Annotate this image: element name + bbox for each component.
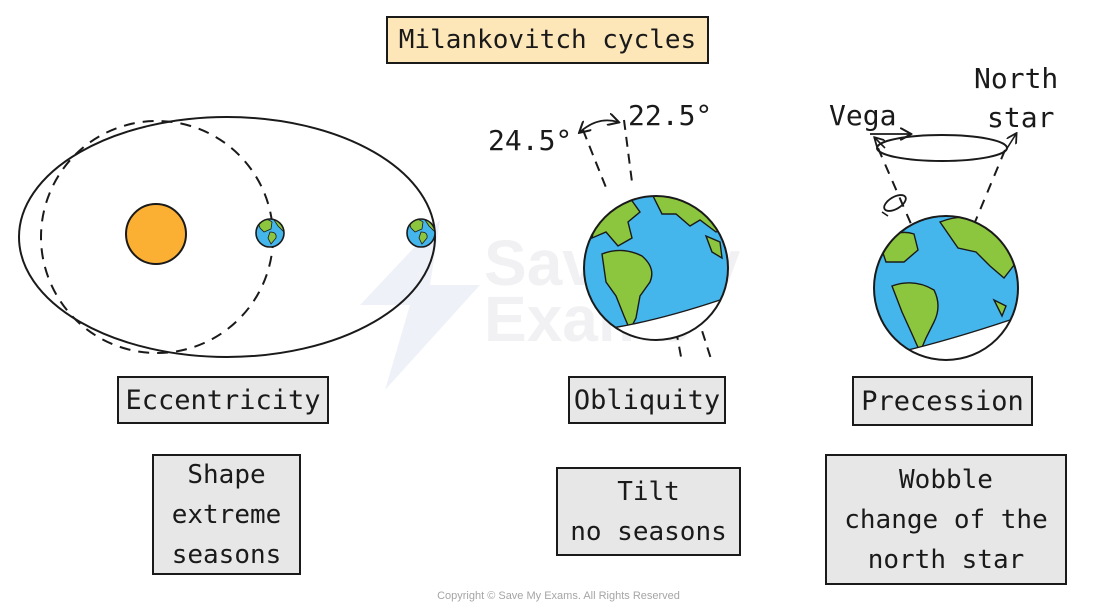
tilt-range-arrow xyxy=(580,120,618,132)
cone-line-right xyxy=(974,149,1006,223)
eccentricity-label: Eccentricity xyxy=(117,376,329,424)
description-line: no seasons xyxy=(570,516,727,547)
small-earth-icon xyxy=(255,218,285,248)
arrow-right-cone xyxy=(1005,134,1016,151)
rotation-icon xyxy=(881,194,907,217)
elliptical-orbit xyxy=(18,116,436,358)
earth-obliquity-icon xyxy=(583,195,729,341)
precession-diagram xyxy=(870,134,1019,361)
arrow-left-cone xyxy=(875,138,886,149)
description-line: extreme xyxy=(171,499,282,530)
precession-circle xyxy=(876,134,1008,162)
axis-line-max-tilt xyxy=(582,129,608,191)
north-star-label-line-2: star xyxy=(987,101,1055,134)
description-line: Wobble xyxy=(899,464,993,495)
diagram-title: Milankovitch cycles xyxy=(386,16,709,64)
small-earth-icon xyxy=(406,218,436,248)
obliquity-diagram xyxy=(580,119,729,363)
earth-precession-icon xyxy=(873,215,1019,361)
obliquity-description: Tilt no seasons xyxy=(556,467,741,556)
description-line: Tilt xyxy=(617,476,680,507)
north-star-label-line-1: North xyxy=(974,62,1059,95)
description-line: Shape xyxy=(187,459,266,490)
angle-label-min: 22.5° xyxy=(628,99,713,132)
copyright-text: Copyright © Save My Exams. All Rights Re… xyxy=(437,590,680,602)
description-line: north star xyxy=(867,544,1025,575)
vega-label: Vega xyxy=(829,99,897,132)
obliquity-label: Obliquity xyxy=(568,376,726,424)
watermark-logo-icon xyxy=(360,220,480,390)
description-line: change of the xyxy=(844,504,1048,535)
precession-description: Wobble change of the north star xyxy=(825,454,1067,585)
sun-icon xyxy=(125,203,187,265)
angle-label-max: 24.5° xyxy=(488,124,573,157)
eccentricity-description: Shape extreme seasons xyxy=(152,454,301,575)
axis-line-min-tilt xyxy=(623,119,633,183)
description-line: seasons xyxy=(171,539,282,570)
eccentricity-diagram xyxy=(18,116,436,358)
precession-label: Precession xyxy=(852,376,1033,426)
